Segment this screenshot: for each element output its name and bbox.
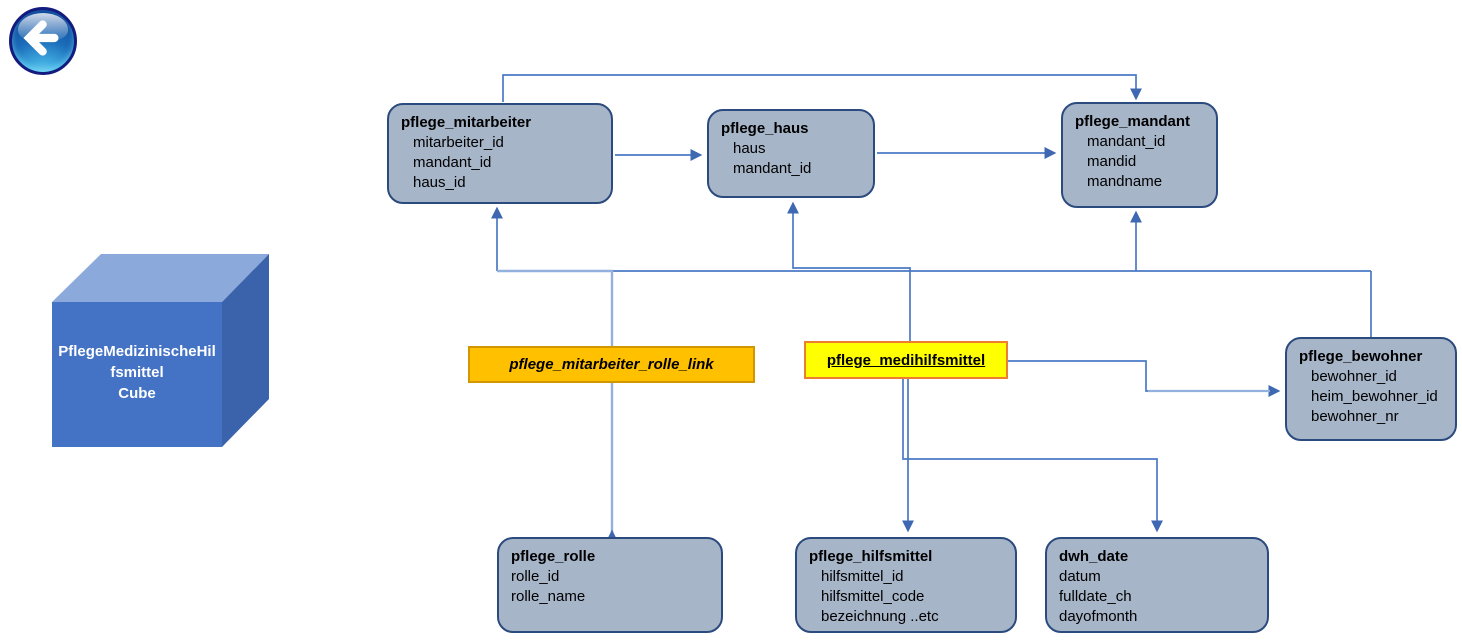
table-pflege-hilfsmittel[interactable]: pflege_hilfsmittel hilfsmittel_id hilfsm… — [795, 537, 1017, 633]
connector-medihilfsmittel-haus — [787, 201, 911, 342]
table-field: mandid — [1087, 153, 1137, 170]
cube-icon — [52, 254, 269, 447]
cube-label: PflegeMedizinischeHil fsmittel Cube — [52, 341, 222, 404]
table-pflege-haus[interactable]: pflege_haus haus mandant_id — [707, 109, 875, 198]
table-title: pflege_haus — [721, 120, 809, 137]
link-pflege-mitarbeiter-rolle-link[interactable]: pflege_mitarbeiter_rolle_link — [468, 346, 755, 383]
table-field: mandname — [1087, 173, 1163, 190]
table-field: bewohner_id — [1311, 368, 1397, 385]
table-field: datum — [1059, 568, 1101, 585]
table-field: mandant_id — [1087, 133, 1166, 150]
table-field: rolle_name — [511, 588, 586, 605]
table-pflege-mitarbeiter[interactable]: pflege_mitarbeiter mitarbeiter_id mandan… — [387, 103, 613, 204]
table-title: pflege_mitarbeiter — [401, 114, 532, 131]
back-button[interactable] — [9, 7, 77, 75]
table-title: pflege_rolle — [511, 548, 596, 565]
link-label: pflege_medihilfsmittel — [826, 351, 986, 369]
table-field: fulldate_ch — [1059, 588, 1132, 605]
table-title: pflege_hilfsmittel — [809, 548, 933, 565]
table-field: haus_id — [413, 174, 466, 191]
table-field: hilfsmittel_id — [821, 568, 904, 585]
table-field: mandant_id — [413, 154, 492, 171]
cube-label-line: PflegeMedizinischeHil — [58, 343, 216, 360]
table-title: pflege_bewohner — [1299, 348, 1423, 365]
table-pflege-bewohner[interactable]: pflege_bewohner bewohner_id heim_bewohne… — [1285, 337, 1457, 441]
table-pflege-mandant[interactable]: pflege_mandant mandant_id mandid mandnam… — [1061, 102, 1218, 208]
table-field: mitarbeiter_id — [413, 134, 504, 151]
connector-mitarbeiter-mandant-top — [502, 74, 1142, 102]
table-field: bewohner_nr — [1311, 408, 1399, 425]
table-field: hilfsmittel_code — [821, 588, 925, 605]
back-arrow-icon — [23, 20, 59, 56]
cube-label-line: Cube — [118, 385, 156, 402]
connector-rollelink-vertical — [497, 269, 621, 547]
table-dwh-date[interactable]: dwh_date datum fulldate_ch dayofmonth — [1045, 537, 1269, 633]
connector-medihilfsmittel-dwhdate — [902, 379, 1163, 533]
table-title: dwh_date — [1059, 548, 1129, 565]
cube-shape[interactable] — [40, 245, 280, 460]
table-title: pflege_mandant — [1075, 113, 1191, 130]
table-field: haus — [733, 140, 766, 157]
table-field: bezeichnung ..etc — [821, 608, 939, 625]
connector-medihilfsmittel-bewohner — [1006, 360, 1281, 397]
table-field: dayofmonth — [1059, 608, 1138, 625]
link-pflege-medihilfsmittel[interactable]: pflege_medihilfsmittel — [804, 341, 1008, 379]
table-field: mandant_id — [733, 160, 812, 177]
table-pflege-rolle[interactable]: pflege_rolle rolle_id rolle_name — [497, 537, 723, 633]
table-field: heim_bewohner_id — [1311, 388, 1438, 405]
cube-label-line: fsmittel — [110, 364, 164, 381]
link-label: pflege_mitarbeiter_rolle_link — [509, 356, 714, 373]
table-field: rolle_id — [511, 568, 560, 585]
